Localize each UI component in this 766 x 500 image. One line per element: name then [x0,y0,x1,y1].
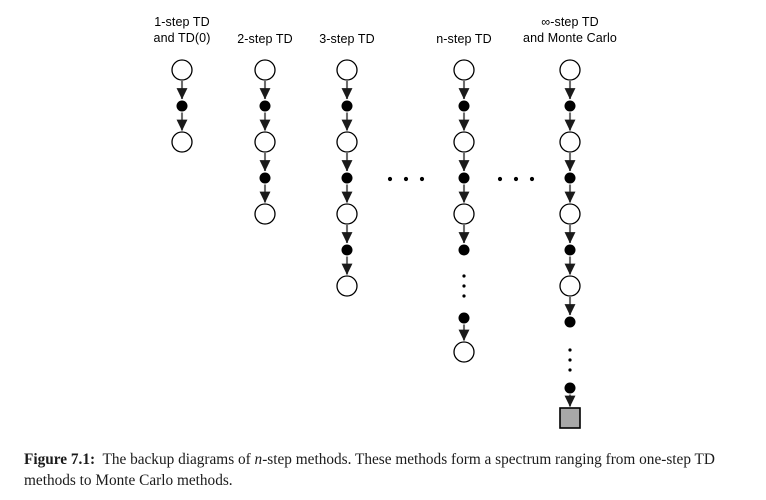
state-node-open-circle [453,203,475,225]
column-header-one-step-td: 1-step TD and TD(0) [153,15,211,45]
caption-text-part2: -step methods. These methods form a spec… [24,451,715,489]
action-node-filled-dot [564,100,576,112]
backup-column-three-step-td [336,59,358,297]
backup-column-n-step-td [453,59,475,363]
state-node-open-circle [559,59,581,81]
action-node-filled-dot [341,172,353,184]
vertical-ellipsis-dot [462,284,466,288]
action-node-filled-dot [176,100,188,112]
column-header-three-step-td: 3-step TD [319,32,375,46]
backup-diagram-svg [171,59,581,429]
action-node-filled-dot [458,312,470,324]
action-node-filled-dot [458,244,470,256]
horizontal-ellipsis-dot [497,176,503,182]
action-node-filled-dot [458,172,470,184]
action-node-filled-dot [341,100,353,112]
caption-text-part1: The backup diagrams of [102,451,255,468]
state-node-open-circle [171,59,193,81]
horizontal-ellipsis-dot [513,176,519,182]
column-header-infinity-step-td: ∞-step TD and Monte Carlo [523,15,617,45]
action-node-filled-dot [259,100,271,112]
horizontal-ellipsis-between-3step-and-nstep [387,176,425,182]
state-node-open-circle [254,203,276,225]
state-node-open-circle [254,131,276,153]
state-node-open-circle [559,203,581,225]
vertical-ellipsis-dot [568,368,572,372]
horizontal-ellipsis-dot [529,176,535,182]
column-header-n-step-td: n-step TD [436,32,492,46]
state-node-open-circle [336,59,358,81]
figure-backup-diagrams: 1-step TD and TD(0) 2-step TD 3-step TD … [153,15,617,429]
caption-label: Figure 7.1: [24,451,96,468]
state-node-open-circle [453,131,475,153]
backup-column-two-step-td [254,59,276,225]
action-node-filled-dot [564,172,576,184]
state-node-open-circle [254,59,276,81]
backup-column-one-step-td [171,59,193,153]
state-node-open-circle [559,275,581,297]
column-header-two-step-td: 2-step TD [237,32,293,46]
state-node-open-circle [171,131,193,153]
vertical-ellipsis-dot [462,274,466,278]
backup-column-infinity-step-td [559,59,581,429]
state-node-open-circle [336,275,358,297]
state-node-open-circle [453,59,475,81]
horizontal-ellipsis-dot [419,176,425,182]
vertical-ellipsis-dot [568,358,572,362]
vertical-ellipsis-dot [568,348,572,352]
action-node-filled-dot [564,244,576,256]
terminal-state-square [559,407,581,429]
figure-caption: Figure 7.1: The backup diagrams of n-ste… [24,449,750,491]
action-node-filled-dot [341,244,353,256]
state-node-open-circle [453,341,475,363]
horizontal-ellipsis-dot [403,176,409,182]
caption-italic-n: n [254,451,263,468]
horizontal-ellipsis-dot [387,176,393,182]
action-node-filled-dot [564,382,576,394]
state-node-open-circle [559,131,581,153]
state-node-open-circle [336,131,358,153]
action-node-filled-dot [564,316,576,328]
horizontal-ellipsis-between-nstep-and-infinity [497,176,535,182]
action-node-filled-dot [458,100,470,112]
vertical-ellipsis-dot [462,294,466,298]
state-node-open-circle [336,203,358,225]
action-node-filled-dot [259,172,271,184]
